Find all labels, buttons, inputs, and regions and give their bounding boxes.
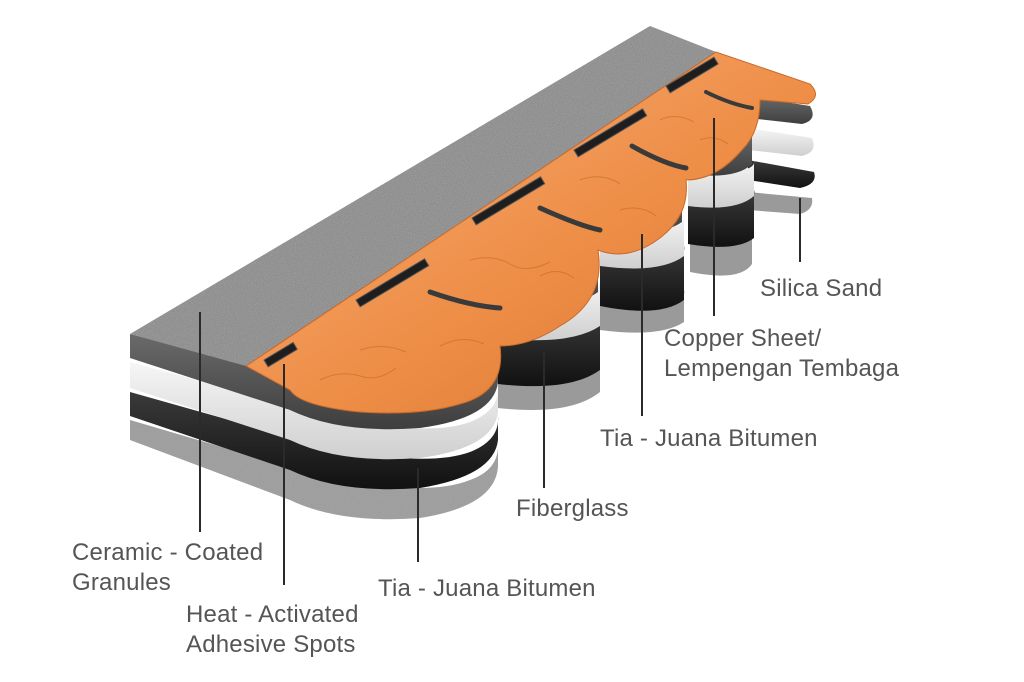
label-ceramic-granules: Ceramic - Coated Granules <box>72 538 263 598</box>
label-copper-sheet: Copper Sheet/ Lempengan Tembaga <box>664 324 899 384</box>
label-silica-sand: Silica Sand <box>760 274 882 304</box>
label-bitumen-lower: Tia - Juana Bitumen <box>378 574 596 604</box>
label-adhesive-spots: Heat - Activated Adhesive Spots <box>186 600 359 660</box>
label-fiberglass: Fiberglass <box>516 494 629 524</box>
label-bitumen-upper: Tia - Juana Bitumen <box>600 424 818 454</box>
